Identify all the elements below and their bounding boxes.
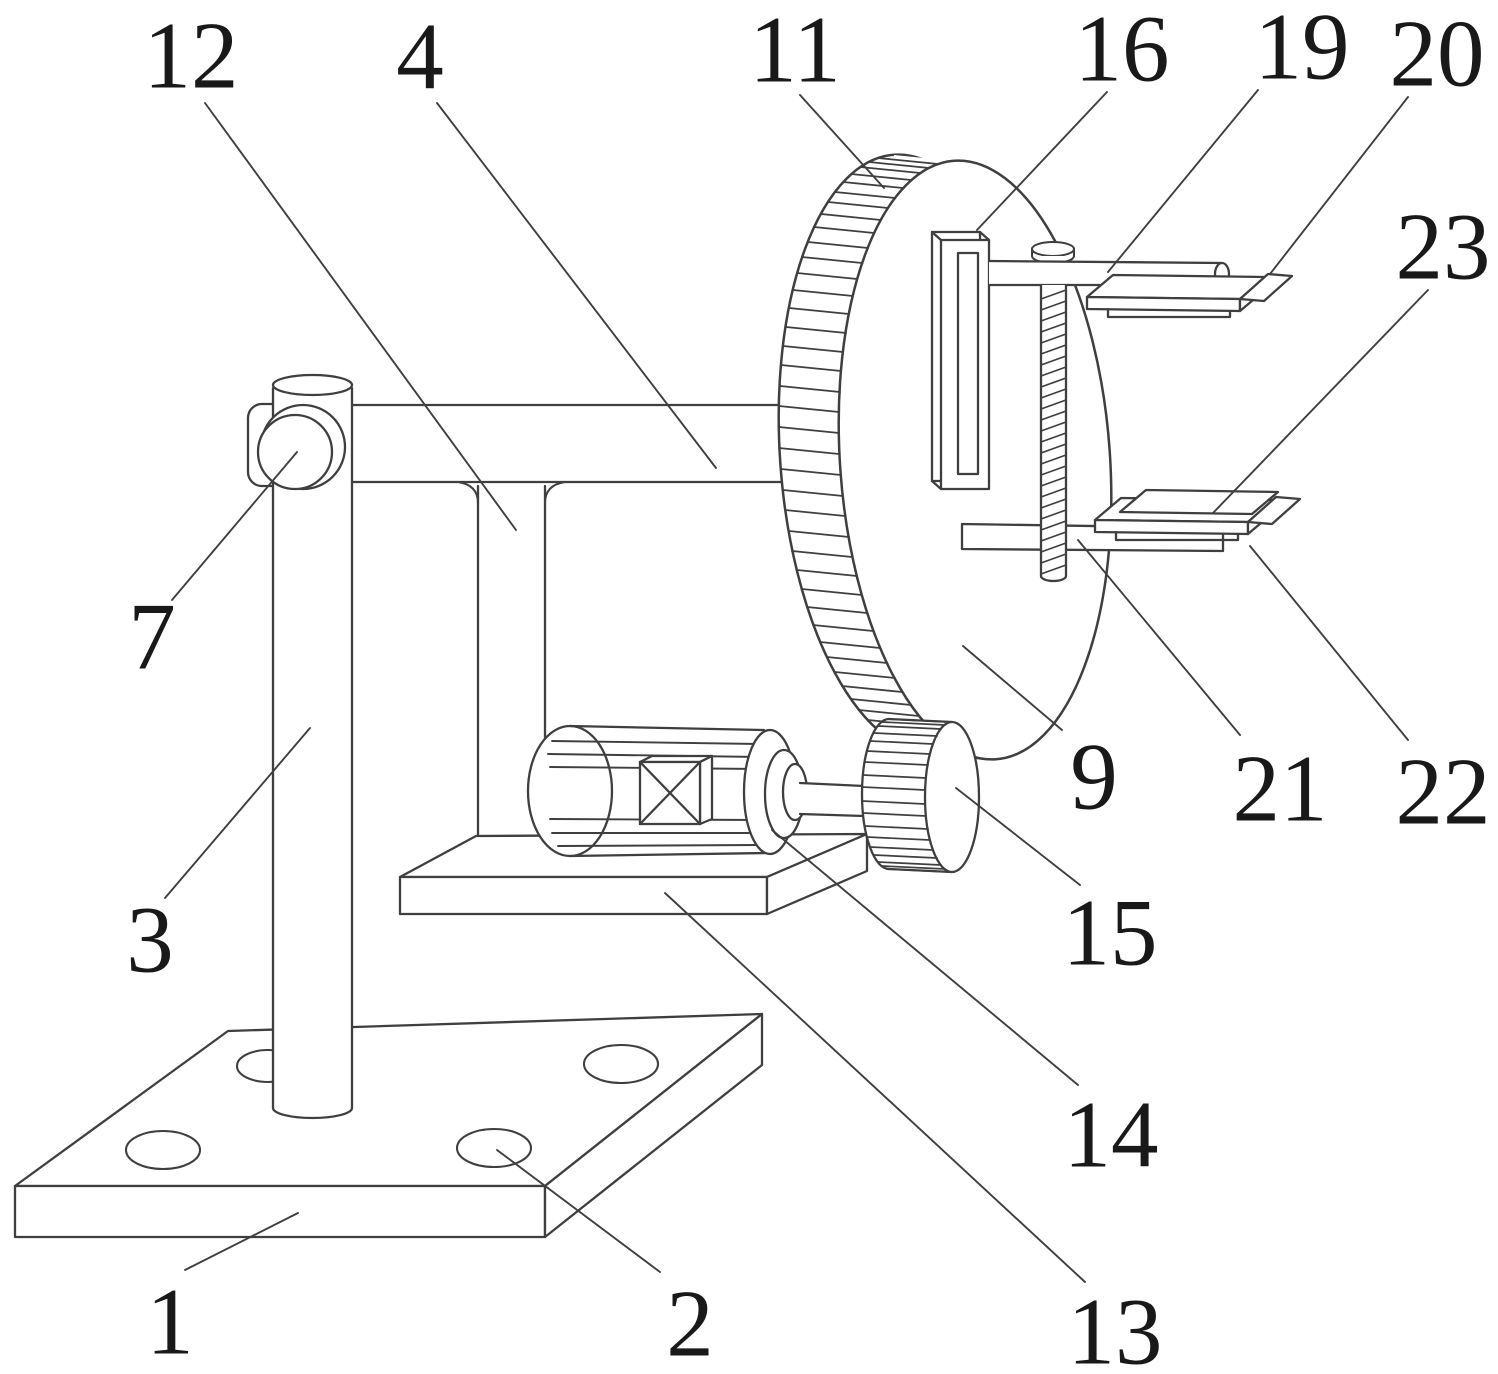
clamp-frame (930, 230, 991, 491)
part-label-13: 13 (1067, 1278, 1163, 1374)
leader-19 (1107, 89, 1259, 273)
part-label-16: 16 (1074, 0, 1170, 102)
motor-junction-box (638, 754, 714, 826)
leader-16 (976, 91, 1108, 231)
pivot-bolt (256, 403, 347, 491)
leader-3 (164, 727, 311, 899)
leader-lines (164, 89, 1429, 1283)
part-label-19: 19 (1254, 0, 1350, 100)
part-label-12: 12 (143, 2, 239, 109)
leader-11 (799, 94, 885, 189)
leader-2 (496, 1149, 661, 1273)
leader-12 (204, 102, 517, 531)
cross-arm (350, 403, 832, 484)
part-label-1: 1 (146, 1268, 194, 1374)
leader-15 (955, 787, 1081, 886)
leader-9 (962, 645, 1063, 731)
leader-4 (436, 102, 717, 469)
part-label-22: 22 (1395, 738, 1491, 845)
lead-screw (1039, 283, 1068, 583)
part-label-11: 11 (749, 0, 841, 103)
leader-20 (1269, 96, 1409, 275)
part-label-23: 23 (1395, 193, 1491, 300)
leader-21 (1077, 539, 1241, 736)
leader-7 (171, 451, 298, 601)
leader-14 (771, 829, 1079, 1086)
upper-tray (1085, 272, 1294, 319)
part-label-7: 7 (128, 583, 176, 690)
pinion-teeth (861, 718, 951, 873)
motor-shaft (798, 781, 866, 818)
leader-13 (664, 892, 1086, 1283)
pinion-gear (860, 717, 981, 874)
mounting-holes (124, 1043, 660, 1171)
part-label-4: 4 (396, 3, 444, 110)
lower-tray (1093, 488, 1302, 542)
motor (526, 724, 866, 858)
leader-1 (184, 1212, 299, 1271)
tray-plate (1118, 488, 1280, 516)
support-post (271, 373, 354, 1120)
part-label-9: 9 (1070, 723, 1118, 830)
base-plate (13, 1012, 764, 1239)
part-label-2: 2 (666, 1270, 714, 1374)
part-label-20: 20 (1389, 0, 1485, 107)
leader-23 (1212, 289, 1429, 514)
part-label-14: 14 (1063, 1081, 1159, 1188)
part-label-21: 21 (1232, 735, 1328, 842)
leader-22 (1249, 545, 1409, 741)
part-label-15: 15 (1062, 879, 1158, 986)
part-label-3: 3 (126, 886, 174, 993)
